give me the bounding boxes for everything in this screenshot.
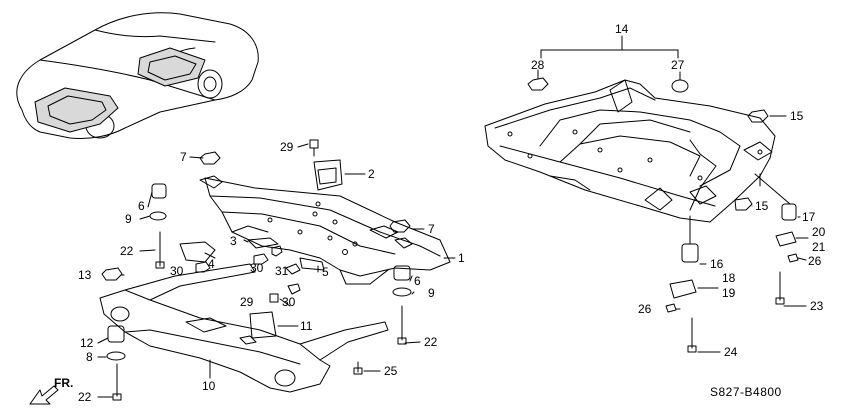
callout-1: 1 [458,251,465,265]
callout-3: 3 [230,234,237,248]
assembled-subframe [484,79,776,223]
front-subframe [199,175,451,285]
callout-26-b: 26 [638,302,652,316]
callout-13: 13 [78,268,92,282]
vehicle-outline [16,12,259,139]
callout-22-c: 22 [78,390,92,404]
callout-20: 20 [812,225,826,239]
callout-25: 25 [384,364,398,378]
callout-15: 15 [790,109,804,123]
callout-21: 21 [812,240,826,254]
callout-9-right: 9 [428,286,435,300]
callout-28: 28 [531,58,545,72]
callout-29: 29 [280,140,294,154]
callout-8: 8 [86,350,93,364]
callout-27: 27 [671,58,685,72]
callout-30-c: 30 [282,295,296,309]
callout-9: 9 [125,212,132,226]
callout-24: 24 [724,345,738,359]
callout-31: 31 [275,264,289,278]
callout-30: 30 [170,264,184,278]
callout-7: 7 [180,150,187,164]
callout-18: 18 [722,271,736,285]
callout-12: 12 [80,336,94,350]
callout-2: 2 [368,167,375,181]
callout-17: 17 [802,210,816,224]
callout-6: 6 [138,199,145,213]
callout-7-right: 7 [428,222,435,236]
callout-19: 19 [722,286,736,300]
callout-26: 26 [808,254,822,268]
callout-30-b: 30 [250,261,264,275]
callout-6-right: 6 [414,274,421,288]
callout-22-b: 22 [424,335,438,349]
leader-lines [97,35,809,398]
front-direction-arrow [29,385,59,405]
callout-4: 4 [208,257,215,271]
callout-11: 11 [300,319,313,333]
callout-15-b: 15 [755,199,769,213]
callout-23: 23 [810,299,824,313]
callout-16: 16 [710,257,724,271]
callout-29-b: 29 [240,295,254,309]
diagram-code: S827-B4800 [710,385,782,399]
callout-22: 22 [120,244,134,258]
callout-10: 10 [202,379,216,393]
direction-label: FR. [54,376,74,390]
callout-5: 5 [322,265,329,279]
rear-crossmember [99,263,389,393]
callout-14: 14 [615,22,629,36]
